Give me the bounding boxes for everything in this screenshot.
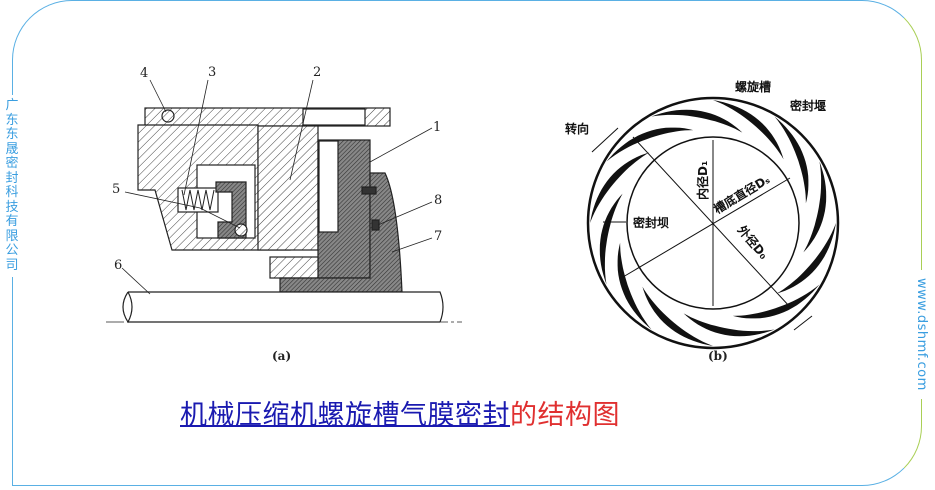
seal-cross-section	[106, 79, 462, 324]
plate-slot	[302, 108, 366, 126]
outer-circle	[586, 96, 840, 350]
rotation-arrow-top	[591, 127, 619, 153]
rotation-arrow-bottom	[793, 315, 813, 331]
part-8-pin-lower	[371, 219, 380, 231]
outer-diameter-line	[632, 136, 791, 308]
part-5-o-ring	[234, 223, 248, 237]
label-4: 4	[140, 66, 148, 81]
part-3-spring	[181, 189, 215, 211]
label-3: 3	[208, 65, 216, 80]
label-1: 1	[433, 120, 441, 135]
part-2-stationary-ring	[257, 125, 319, 251]
spiral-groove	[713, 100, 784, 160]
spiral-groove	[606, 127, 694, 162]
label-6: 6	[114, 258, 122, 273]
spiral-groove	[774, 116, 809, 204]
sleeve	[269, 256, 319, 279]
label-5: 5	[112, 182, 120, 197]
website-url: www.dshmf.com	[914, 270, 929, 399]
slide-title: 机械压缩机螺旋槽气膜密封的结构图	[180, 393, 620, 432]
label-spiral-groove: 螺旋槽	[735, 79, 771, 94]
label-rotation: 转向	[565, 121, 589, 136]
spiral-groove	[732, 284, 820, 319]
label-outer-diameter: 外径D₀	[735, 222, 772, 262]
label-seal-dam: 密封坝	[633, 215, 669, 230]
part-number-labels: 4 3 2 1 5 8 7 6 (a)	[112, 65, 442, 363]
label-7: 7	[434, 229, 442, 244]
spiral-groove	[617, 242, 652, 330]
part-6-shaft	[122, 291, 444, 324]
label-seal-weir: 密封堰	[790, 98, 826, 113]
spiral-groove	[642, 286, 713, 346]
title-suffix: 的结构图	[510, 400, 620, 431]
part-4-o-ring	[161, 109, 175, 123]
company-name-vertical: 广东东晟密封科技有限公司	[2, 95, 22, 277]
caption-a: (a)	[272, 349, 291, 363]
dimension-lines	[591, 127, 813, 331]
label-8: 8	[434, 193, 442, 208]
inner-circle	[626, 136, 800, 310]
caption-b: (b)	[708, 349, 728, 363]
part-8-pin-upper	[361, 186, 377, 195]
spiral-groove	[590, 152, 650, 223]
spiral-grooves	[590, 100, 836, 346]
title-link[interactable]: 机械压缩机螺旋槽气膜密封	[180, 400, 510, 431]
spiral-groove	[683, 313, 775, 337]
label-2: 2	[313, 65, 321, 80]
spiral-groove-face: 螺旋槽 密封堰 转向 内径D₁ 槽底直径Dₛ 密封坝 外径D₀ (b)	[565, 79, 840, 363]
leader-lines	[121, 79, 433, 295]
spiral-groove	[803, 161, 827, 253]
label-inner-diameter: 内径D₁	[695, 161, 710, 200]
spiral-groove	[776, 223, 836, 294]
spiral-groove	[651, 109, 743, 133]
part-1-slot	[318, 140, 339, 233]
groove-root-diameter-line	[622, 177, 791, 278]
spiral-groove	[599, 193, 623, 285]
